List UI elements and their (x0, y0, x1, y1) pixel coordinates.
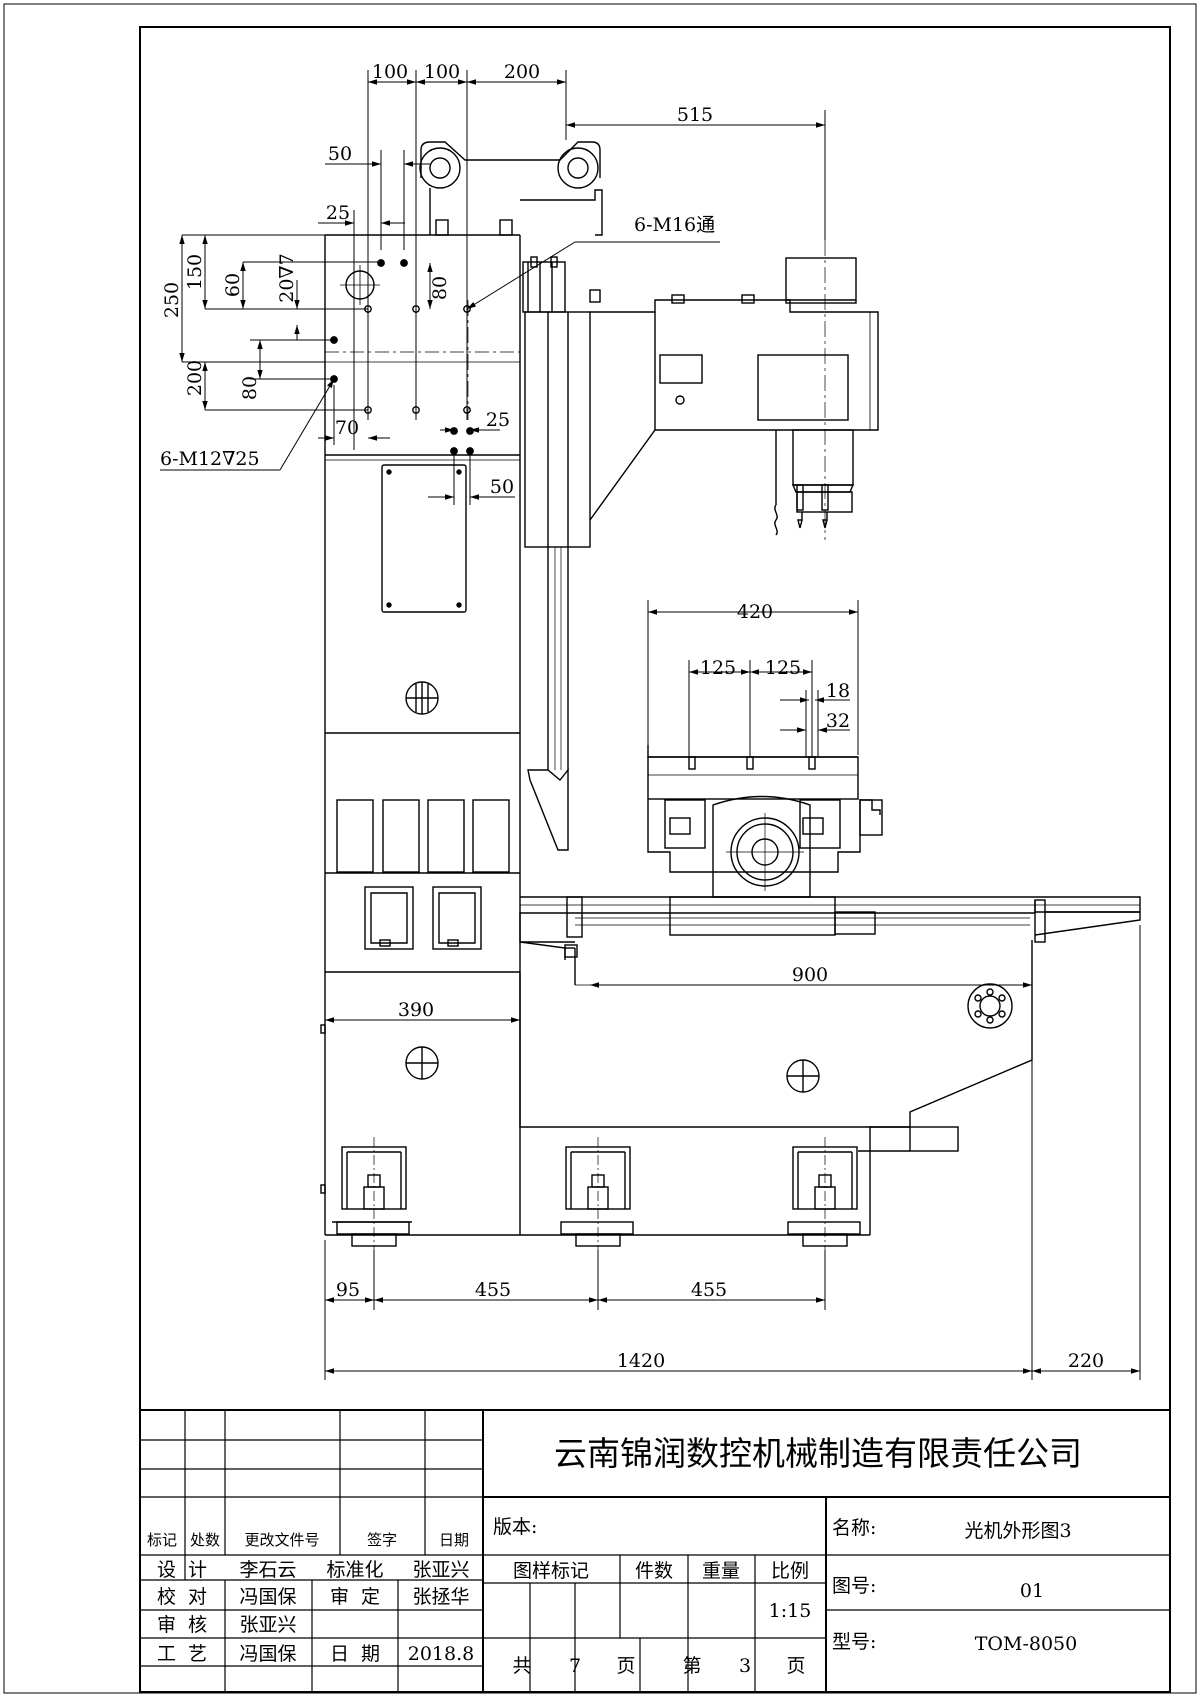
version-label: 版本: (493, 1516, 537, 1538)
vertical-slide (522, 256, 601, 851)
dim-top-200: 200 (504, 61, 540, 83)
worktable (647, 745, 883, 898)
name-approve: 张拯华 (412, 1586, 469, 1608)
label-date: 日 期 (330, 1643, 380, 1665)
sheet-label: 第 (682, 1655, 701, 1677)
callout-m12-depth: 6-M12∇25 (160, 448, 260, 470)
name-check: 冯国保 (239, 1586, 296, 1608)
total-label: 共 (512, 1655, 531, 1677)
dim-900: 900 (792, 964, 828, 986)
dimension-labels: 100 100 200 515 50 25 250 150 60 20∇7 80… (160, 61, 1104, 1372)
company-name: 云南锦润数控机械制造有限责任公司 (554, 1434, 1082, 1473)
base (320, 940, 1033, 1236)
weight-label: 重量 (702, 1560, 740, 1582)
centre-lines (415, 240, 826, 540)
header-zones: 处数 (190, 1531, 220, 1549)
dim-95: 95 (336, 1279, 360, 1301)
dimension-lines (160, 70, 1141, 1380)
saddle-rails (519, 896, 1141, 960)
scale-value: 1:15 (769, 1600, 812, 1622)
quantity-label: 件数 (635, 1560, 673, 1582)
name-value: 光机外形图3 (964, 1520, 1071, 1542)
name-design: 李石云 (239, 1559, 296, 1581)
label-design: 设 计 (157, 1559, 207, 1581)
dim-420: 420 (737, 601, 773, 623)
leveling-feet (332, 1137, 861, 1252)
dim-32: 32 (826, 710, 850, 732)
label-check: 校 对 (157, 1586, 207, 1608)
dim-455-a: 455 (475, 1279, 511, 1301)
dim-220: 220 (1068, 1350, 1104, 1372)
dim-80-left: 80 (239, 376, 261, 400)
top-bracket (419, 141, 603, 236)
label-approve: 审 定 (330, 1586, 380, 1608)
sample-mark-label: 图样标记 (513, 1560, 589, 1582)
sheet-value: 3 (739, 1655, 751, 1677)
name-label: 名称: (832, 1517, 876, 1539)
name-review: 张亚兴 (239, 1614, 296, 1636)
header-date: 日期 (439, 1531, 469, 1549)
dim-515: 515 (677, 104, 713, 126)
dim-250: 250 (161, 282, 183, 318)
callout-m16-through: 6-M16通 (634, 214, 715, 236)
dim-200: 200 (184, 360, 206, 396)
dim-455-b: 455 (691, 1279, 727, 1301)
dim-18: 18 (826, 680, 850, 702)
model-value: TOM-8050 (975, 1633, 1077, 1655)
machine-drawing (320, 141, 1141, 1252)
dim-70: 70 (335, 417, 359, 439)
dim-50-top: 50 (328, 143, 352, 165)
label-process: 工 艺 (157, 1643, 207, 1665)
label-review: 审 核 (157, 1614, 207, 1636)
dim-20v7: 20∇7 (276, 253, 298, 303)
header-doc-no: 更改文件号 (244, 1531, 319, 1549)
name-standardization: 张亚兴 (412, 1559, 469, 1581)
dim-top-100-b: 100 (424, 61, 460, 83)
title-block-text: 云南锦润数控机械制造有限责任公司 标记 处数 更改文件号 签字 日期 设 计 李… (147, 1434, 1082, 1677)
dim-125-b: 125 (765, 657, 801, 679)
dim-50-mid: 50 (490, 476, 514, 498)
drawing-border (139, 26, 1171, 1693)
dim-1420: 1420 (617, 1350, 665, 1372)
header-mark: 标记 (147, 1531, 177, 1549)
title-block (140, 1409, 1170, 1692)
dim-60: 60 (222, 273, 244, 297)
name-process: 冯国保 (239, 1643, 296, 1665)
dim-390: 390 (398, 999, 434, 1021)
dim-125-a: 125 (700, 657, 736, 679)
dim-top-100-a: 100 (372, 61, 408, 83)
total-value: 7 (569, 1655, 581, 1677)
drawing-no-label: 图号: (832, 1575, 876, 1597)
total-unit: 页 (616, 1655, 635, 1677)
dim-80-vertical: 80 (429, 276, 451, 300)
model-label: 型号: (832, 1631, 876, 1653)
spindle-head (589, 257, 879, 536)
label-standardization: 标准化 (326, 1559, 383, 1581)
dim-150: 150 (184, 254, 206, 290)
dim-25-mid: 25 (486, 409, 510, 431)
drawing-no-value: 01 (1020, 1580, 1044, 1602)
sheet-unit: 页 (786, 1655, 805, 1677)
header-sign: 签字 (367, 1531, 397, 1549)
scale-label: 比例 (771, 1560, 809, 1582)
value-date: 2018.8 (408, 1643, 474, 1665)
dim-25-top: 25 (326, 202, 350, 224)
